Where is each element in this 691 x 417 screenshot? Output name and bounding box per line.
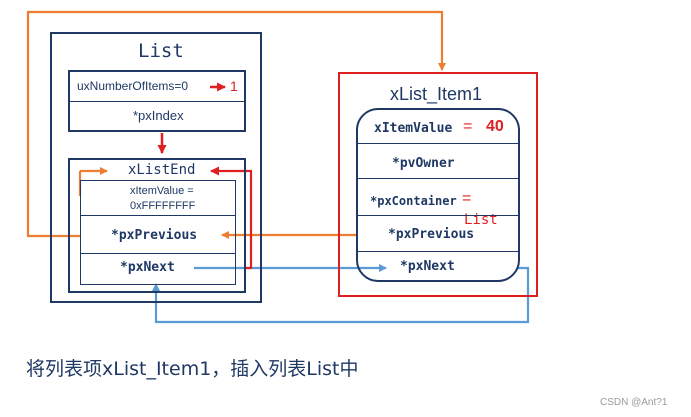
list-end-divider-2 bbox=[80, 253, 236, 254]
orange-loop-arrow bbox=[26, 10, 446, 238]
item-px-container-equals: = bbox=[462, 190, 472, 207]
list-end-box bbox=[68, 158, 246, 293]
px-index: *pxIndex bbox=[133, 108, 184, 123]
list-end-inner-box bbox=[80, 180, 236, 285]
item-px-container-label: *pxContainer bbox=[370, 194, 457, 208]
list-end-item-value-label: xItemValue = bbox=[130, 185, 194, 197]
list-item-frame bbox=[338, 72, 538, 297]
item-px-previous: *pxPrevious bbox=[388, 227, 475, 242]
list-end-px-previous: *pxPrevious bbox=[111, 228, 198, 243]
list-end-title: xListEnd bbox=[128, 162, 196, 178]
list-title: List bbox=[138, 40, 184, 62]
caption: 将列表项xList_Item1，插入列表List中 bbox=[26, 358, 359, 380]
item-divider-1 bbox=[357, 143, 519, 144]
item-value-equals: = bbox=[463, 118, 473, 135]
red-listend-loop-arrow bbox=[210, 166, 253, 270]
item-pv-owner: *pvOwner bbox=[392, 156, 455, 171]
list-end-item-value: 0xFFFFFFFF bbox=[130, 200, 196, 212]
item-divider-2 bbox=[357, 178, 519, 179]
list-end-px-next: *pxNext bbox=[120, 260, 175, 275]
list-header-divider bbox=[68, 101, 246, 102]
item-value-label: xItemValue bbox=[374, 121, 453, 136]
item-divider-3 bbox=[357, 215, 519, 216]
item-value: 40 bbox=[486, 118, 504, 135]
item-px-next: *pxNext bbox=[400, 259, 455, 274]
list-item-body bbox=[356, 108, 520, 282]
list-box bbox=[50, 32, 262, 303]
blue-loop-arrow bbox=[152, 266, 530, 324]
ux-number-new-value: 1 bbox=[230, 78, 238, 94]
watermark: CSDN @Ant?1 bbox=[600, 397, 668, 408]
list-end-divider-1 bbox=[80, 215, 236, 216]
ux-number-of-items: uxNumberOfItems=0 bbox=[77, 79, 189, 93]
item-px-container-value: List bbox=[464, 212, 498, 228]
item-divider-4 bbox=[357, 251, 519, 252]
list-item-title: xList_Item1 bbox=[390, 84, 483, 104]
